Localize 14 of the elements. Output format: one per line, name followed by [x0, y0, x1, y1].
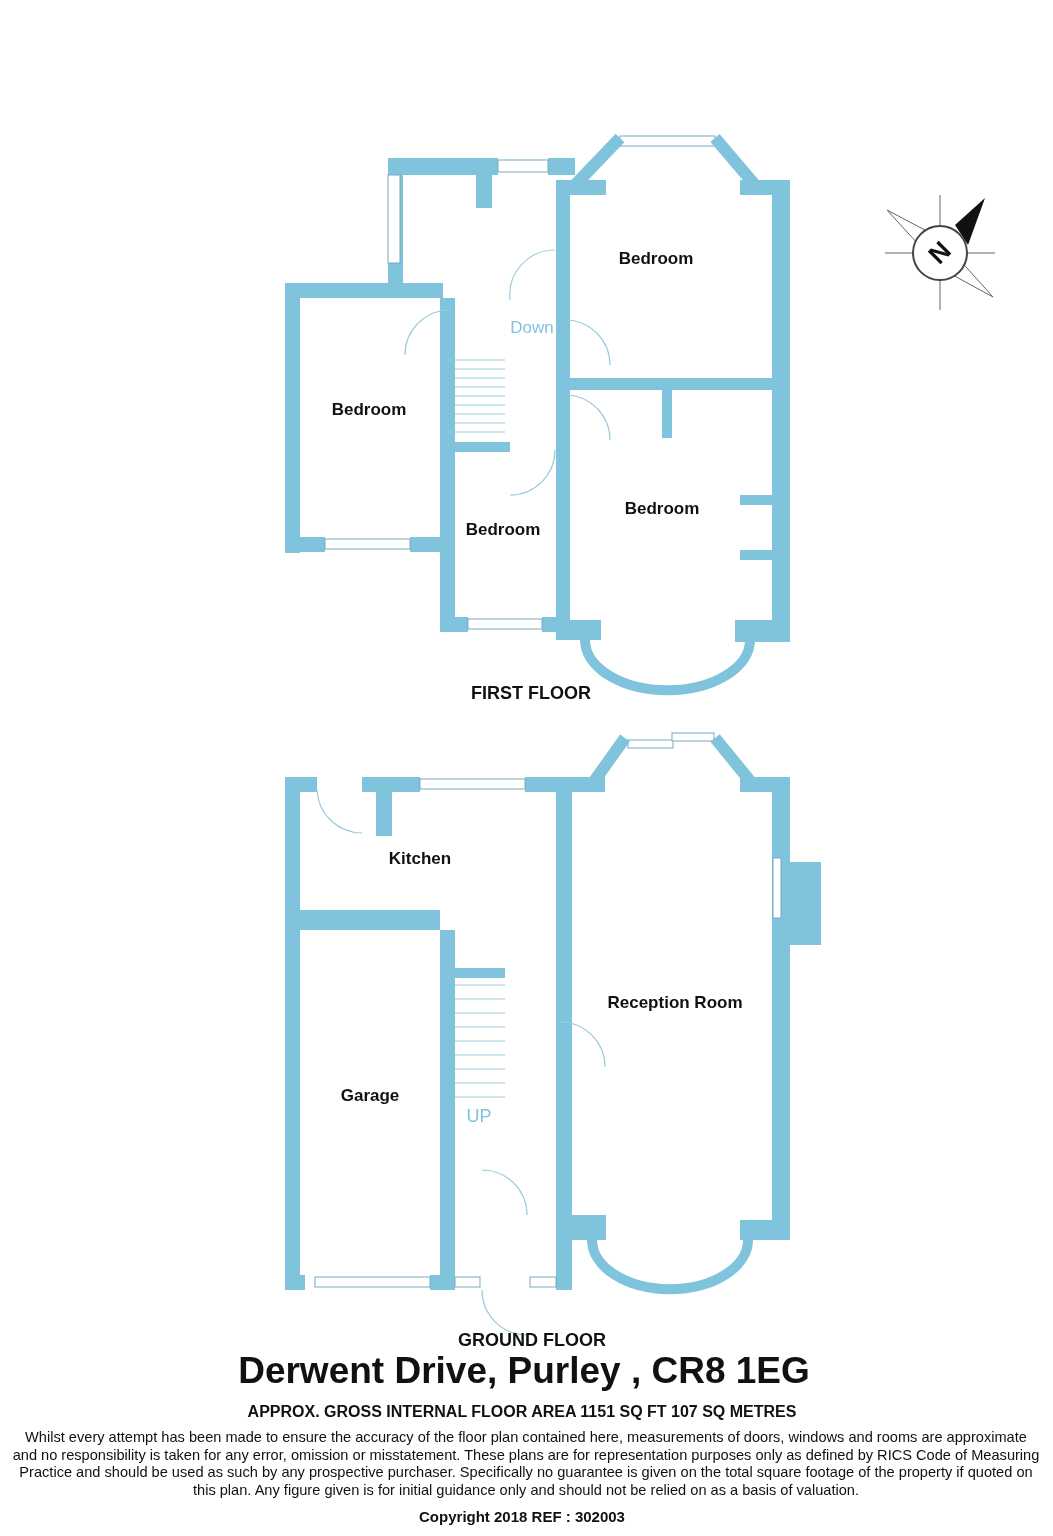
room-label: Bedroom	[624, 498, 700, 520]
room-label: Bedroom	[618, 248, 694, 270]
stair-direction-label: Down	[510, 317, 554, 339]
floor-area-note: APPROX. GROSS INTERNAL FLOOR AREA 1151 SQ FT 107 SQ METRES	[247, 1402, 797, 1422]
disclaimer-text: Whilst every attempt has been made to ensure the accuracy of the floor plan contained here, measurements of doors, windows and rooms are approximate and no responsibility is taken for any error, omission or misstatement. These plans are for representation purposes only as defined by RICS Code of Measuring Practice and should be used as such by any prospective purchaser. Specifically no guarantee is given on the total square footage of the property if quoted on this plan. Any figure given is for initial guidance only and should not be relied on as a basis of valuation.	[11, 1429, 1041, 1499]
stair-direction-label: UP	[466, 1106, 492, 1128]
room-label: Bedroom	[465, 519, 541, 541]
room-label: Kitchen	[388, 848, 452, 870]
room-label: Reception Room	[607, 992, 743, 1014]
compass-letter: N	[922, 235, 958, 271]
room-label: Bedroom	[331, 399, 407, 421]
copyright-note: Copyright 2018 REF : 302003	[419, 1508, 625, 1526]
room-label: Garage	[340, 1085, 400, 1107]
floor-heading: FIRST FLOOR	[471, 683, 591, 705]
